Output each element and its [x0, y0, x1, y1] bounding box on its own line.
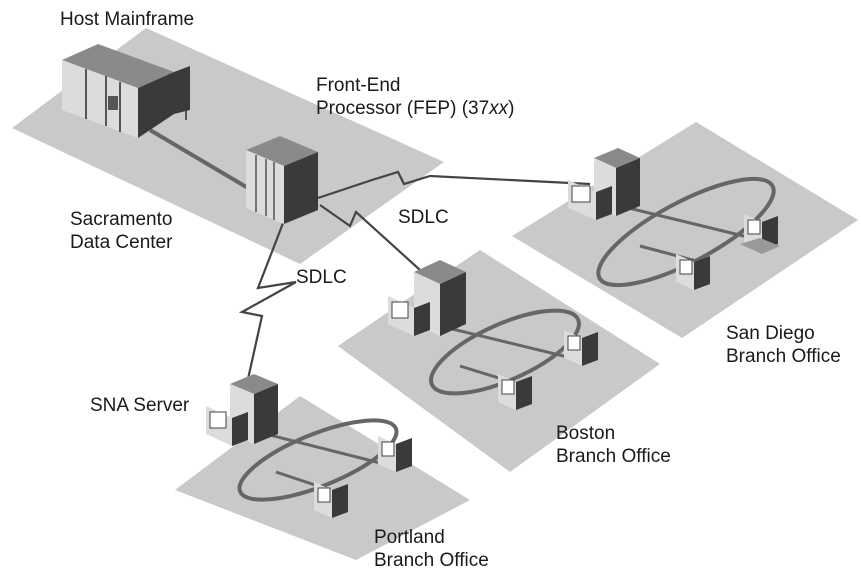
- boston-label: Boston Branch Office: [556, 423, 671, 467]
- host-mainframe-label: Host Mainframe: [60, 9, 195, 30]
- boston-workstation-1: [564, 330, 598, 366]
- san-diego-server-monitor: [568, 180, 612, 220]
- portland-link-1: [249, 428, 393, 468]
- portland-workstation-1: [378, 436, 412, 472]
- sdlc-east-label: SDLC: [398, 207, 449, 228]
- boston-link-1: [439, 324, 581, 362]
- sna-server-label: SNA Server: [90, 395, 190, 416]
- front-end-processor: [246, 136, 318, 224]
- sdlc-south-label: SDLC: [296, 267, 347, 288]
- boston-server-monitor: [388, 296, 430, 336]
- sdlc-link-boston: [319, 204, 421, 271]
- portland-token-ring: [237, 418, 399, 502]
- boston-token-ring: [429, 308, 581, 396]
- sacramento-label: Sacramento Data Center: [70, 209, 173, 253]
- sdlc-link-portland: [238, 217, 297, 389]
- portland-label: Portland Branch Office: [374, 527, 489, 571]
- san-diego-token-ring: [596, 176, 776, 288]
- portland-workstation-2: [314, 482, 348, 518]
- portland-server-monitor: [206, 406, 248, 446]
- fep-label: Front-End Processor (FEP) (37xx): [316, 75, 515, 119]
- boston-server: [414, 260, 466, 336]
- san-diego-label: San Diego Branch Office: [726, 323, 841, 367]
- san-diego-platform: [512, 122, 858, 338]
- san-diego-workstation-2: [676, 254, 710, 290]
- host-mainframe: [62, 44, 190, 138]
- sdlc-link-san-diego: [317, 170, 591, 200]
- san-diego-link-1: [611, 202, 761, 242]
- san-diego-link-2: [639, 244, 701, 264]
- boston-workstation-2: [498, 374, 532, 410]
- san-diego-workstation-1: [740, 214, 780, 254]
- mainframe-fep-link: [148, 128, 250, 190]
